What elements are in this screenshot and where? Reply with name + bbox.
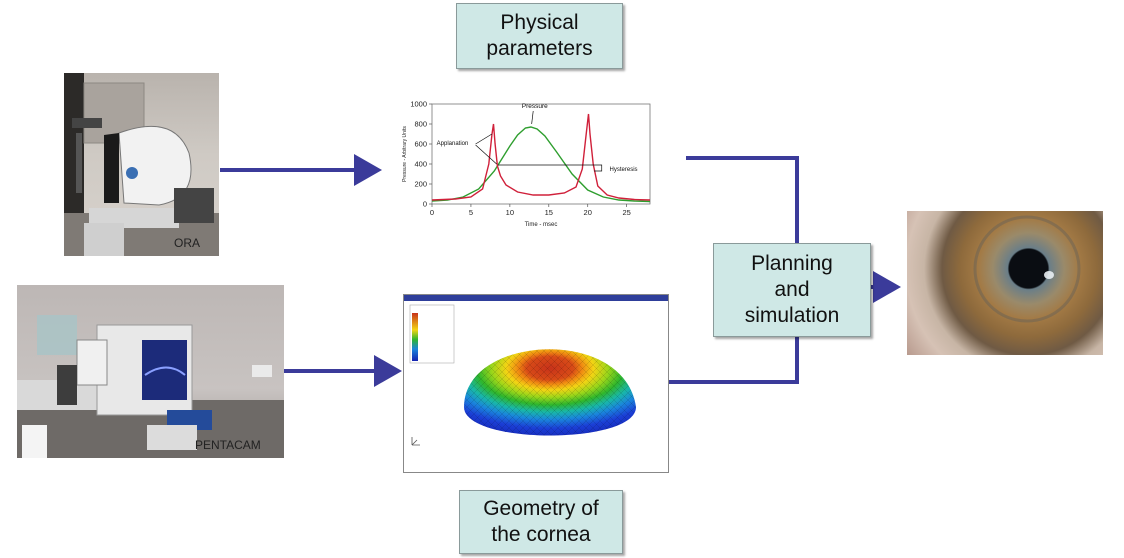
annotation-applanation: Applanation [437, 141, 469, 147]
geometry-cornea-box: Geometry of the cornea [459, 490, 623, 554]
ora-device-photo: ORA [64, 73, 219, 256]
eye-iris-illustration [973, 215, 1081, 323]
x-tick-label: 25 [622, 208, 630, 217]
pentacam-device-photo: PENTACAM [17, 285, 284, 458]
y-axis-label: Pressure - Arbitrary Units [402, 126, 408, 182]
annotation-hysteresis: Hysteresis [610, 167, 638, 173]
x-tick-label: 15 [545, 208, 553, 217]
x-axis-label: Time - msec [525, 222, 558, 228]
chart-to-planning-line [686, 156, 799, 243]
y-tick-label: 600 [414, 140, 427, 149]
y-tick-label: 400 [414, 160, 427, 169]
x-tick-label: 10 [506, 208, 514, 217]
physical-parameters-line1: Physical [500, 11, 579, 34]
chart-series [431, 113, 651, 203]
x-tick-label: 5 [469, 208, 473, 217]
geometry-line2: the cornea [491, 523, 591, 546]
cornea-mesh-illustration [409, 304, 636, 446]
cornea-model-window [403, 294, 669, 473]
hysteresis-bracket [590, 164, 603, 172]
x-tick-label: 20 [584, 208, 592, 217]
series-line-pressure [431, 126, 651, 203]
y-tick-label: 200 [414, 180, 427, 189]
annotation-applanation-arrow2 [475, 144, 497, 165]
ora-label: ORA [174, 236, 201, 250]
annotation-pressure-arrow [531, 110, 534, 125]
plot-frame [431, 103, 651, 205]
planning-line2: and [774, 278, 810, 301]
annotation-pressure: Pressure [522, 103, 548, 110]
y-tick-label: 0 [423, 200, 427, 209]
series-line-signal [431, 113, 651, 201]
physical-parameters-box: Physical parameters [456, 3, 623, 69]
eye-photo [907, 211, 1103, 355]
geometry-line1: Geometry of [483, 497, 599, 520]
model-titlebar [404, 295, 668, 301]
y-tick-label: 800 [414, 120, 427, 129]
planning-line3: simulation [744, 304, 840, 327]
x-tick-label: 0 [430, 208, 434, 217]
y-tick-label: 1000 [410, 100, 427, 109]
ora-device-illustration [64, 73, 219, 256]
physical-parameters-line2: parameters [486, 37, 593, 60]
pentacam-device-illustration [17, 315, 284, 458]
cornea-to-planning-line [668, 337, 799, 384]
annotation-applanation-arrow1 [475, 133, 493, 145]
pentacam-label: PENTACAM [195, 438, 261, 452]
planning-simulation-box: Planning and simulation [713, 243, 871, 337]
planning-line1: Planning [751, 252, 833, 275]
